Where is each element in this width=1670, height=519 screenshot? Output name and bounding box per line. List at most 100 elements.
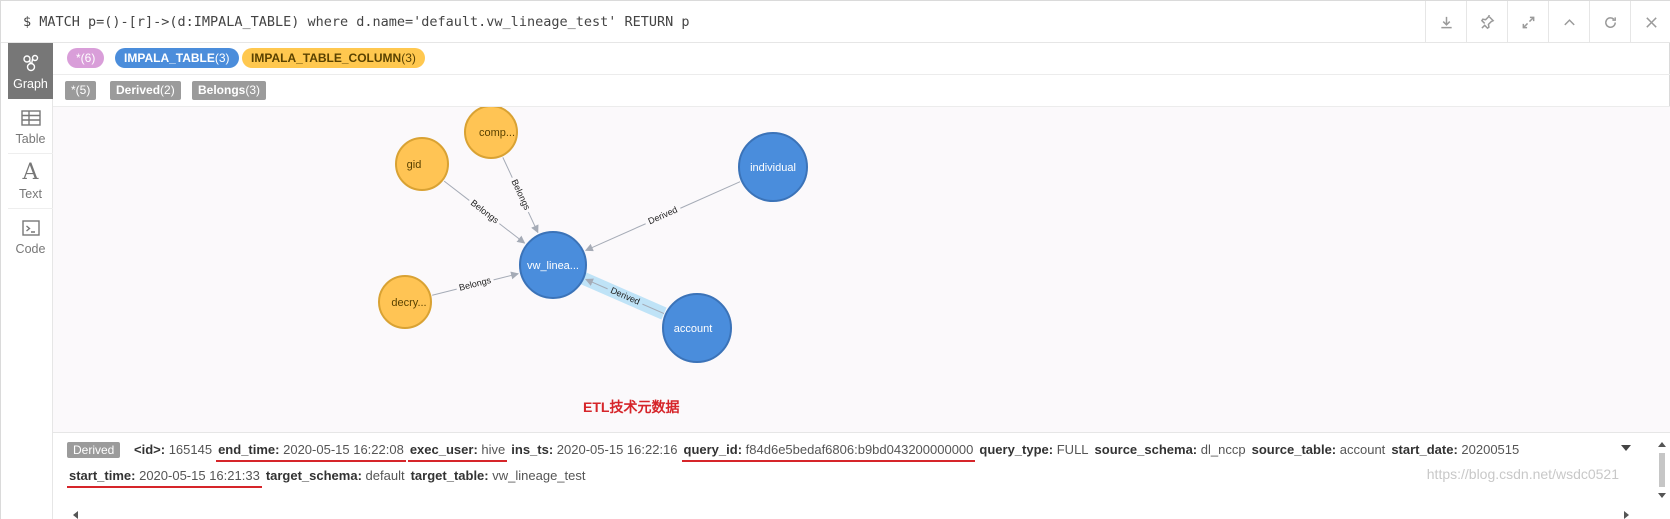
graph-node-label: gid <box>407 159 422 171</box>
property-value: account <box>1339 442 1386 457</box>
inspector-toggle-icon[interactable] <box>1621 445 1631 451</box>
tab-table[interactable]: Table <box>8 99 53 154</box>
query-statement: MATCH p=()-[r]->(d:IMPALA_TABLE) where d… <box>39 14 690 30</box>
property-start-time[interactable]: start_time: 2020-05-15 16:21:33 <box>67 468 262 488</box>
property-key: source_table: <box>1251 442 1337 457</box>
expand-button[interactable] <box>1507 1 1548 43</box>
query-text[interactable]: $ MATCH p=()-[r]->(d:IMPALA_TABLE) where… <box>23 14 690 30</box>
property-exec-user[interactable]: exec_user: hive <box>407 442 508 462</box>
relationship-line-individual-vw[interactable] <box>584 223 646 252</box>
selected-type-badge[interactable]: Derived <box>67 442 121 458</box>
chip-impala-table[interactable]: IMPALA_TABLE(3) <box>115 48 239 68</box>
relationship-line-comp-vw[interactable] <box>527 211 539 234</box>
property-value: 165145 <box>168 442 213 457</box>
property-value: 20200515 <box>1461 442 1520 457</box>
relationship-label[interactable]: Belongs <box>458 275 492 293</box>
graph-node-gid[interactable] <box>395 137 449 191</box>
relationship-line-gid-vw[interactable] <box>443 180 470 201</box>
download-button[interactable] <box>1425 1 1466 43</box>
chip-impala-table-column[interactable]: IMPALA_TABLE_COLUMN(3) <box>242 48 425 68</box>
relationship-label[interactable]: Belongs <box>469 198 501 226</box>
property-query-type[interactable]: query_type: FULL <box>979 442 1088 457</box>
pin-button[interactable] <box>1466 1 1507 43</box>
property-value: 2020-05-15 16:22:08 <box>283 442 404 457</box>
etl-annotation: ETL技术元数据 <box>583 399 680 415</box>
property-value: default <box>365 468 405 483</box>
tab-code-label: Code <box>15 242 46 256</box>
graph-node-individual[interactable] <box>738 132 808 202</box>
relationship-line-account-vw[interactable] <box>585 278 608 290</box>
inspector-line-1: Derived <id>: 165145 end_time: 2020-05-15… <box>67 442 1525 462</box>
table-icon <box>20 109 41 126</box>
property-source-table[interactable]: source_table: account <box>1252 442 1386 457</box>
graph-node-vw[interactable] <box>519 231 587 299</box>
collapse-up-button[interactable] <box>1548 1 1589 43</box>
tab-text-label: Text <box>19 186 42 201</box>
tab-graph[interactable]: Graph <box>8 43 53 99</box>
header-actions <box>1425 1 1670 43</box>
property-value: 2020-05-15 16:21:33 <box>139 468 260 483</box>
property-value: vw_lineage_test <box>492 468 586 483</box>
property-ins-ts[interactable]: ins_ts: 2020-05-15 16:22:16 <box>511 442 677 457</box>
relationship-line-decry-vw[interactable] <box>493 271 520 281</box>
property-key: target_schema: <box>265 468 362 483</box>
inspector-vertical-scrollbar[interactable] <box>1657 439 1667 501</box>
chip-belongs[interactable]: Belongs(3) <box>192 81 267 100</box>
query-prompt: $ <box>23 14 32 30</box>
property-query-id[interactable]: query_id: f84d6e5bedaf6806:b9bd043200000… <box>681 442 976 462</box>
node-labels-bar: *(6) IMPALA_TABLE(3) IMPALA_TABLE_COLUMN… <box>53 43 1670 75</box>
text-icon: A <box>22 159 39 185</box>
relationship-line-individual-vw[interactable] <box>680 181 741 209</box>
property-end-time[interactable]: end_time: 2020-05-15 16:22:08 <box>216 442 406 462</box>
view-switcher: Graph Table A Text Code <box>1 43 53 519</box>
graph-node-label: individual <box>750 162 796 174</box>
property-value: hive <box>481 442 506 457</box>
tab-table-label: Table <box>15 131 46 146</box>
chip-all-relationships[interactable]: *(5) <box>65 81 97 100</box>
graph-node-comp[interactable] <box>464 107 518 159</box>
tab-text[interactable]: A Text <box>8 154 53 209</box>
graph-node-decry[interactable] <box>378 275 432 329</box>
relationship-line-gid-vw[interactable] <box>499 223 526 244</box>
tab-code[interactable]: Code <box>8 209 53 264</box>
property-key: query_id: <box>683 442 743 457</box>
graph-node-label: decry... <box>391 297 426 309</box>
property-target-schema[interactable]: target_schema: default <box>266 468 405 483</box>
graph-node-account[interactable] <box>662 293 732 363</box>
graph-node-label: account <box>674 323 713 335</box>
property-source-schema[interactable]: source_schema: dl_nccp <box>1095 442 1246 457</box>
chip-derived[interactable]: Derived(2) <box>110 81 181 100</box>
graph-node-label: comp... <box>479 127 515 139</box>
property-value: f84d6e5bedaf6806:b9bd043200000000 <box>745 442 974 457</box>
property-start-date[interactable]: start_date: 20200515 <box>1391 442 1519 457</box>
property-value: 2020-05-15 16:22:16 <box>556 442 678 457</box>
close-button[interactable] <box>1630 1 1670 43</box>
graph-icon <box>22 54 38 71</box>
relationship-types-bar: *(5) Derived(2) Belongs(3) <box>53 75 1670 107</box>
rerun-icon <box>1604 16 1616 28</box>
graph-node-label: vw_linea... <box>527 260 579 272</box>
relationship-label[interactable]: Belongs <box>509 178 532 212</box>
property-target-table[interactable]: target_table: vw_lineage_test <box>411 468 586 483</box>
code-icon <box>21 220 40 236</box>
property-value: dl_nccp <box>1200 442 1246 457</box>
relationship-line-decry-vw[interactable] <box>432 288 457 296</box>
property-id[interactable]: <id>: 165145 <box>134 442 212 457</box>
relationship-line-comp-vw[interactable] <box>502 157 513 178</box>
chip-all-nodes[interactable]: *(6) <box>67 48 105 68</box>
tab-graph-label: Graph <box>13 76 48 91</box>
watermark: https://blog.csdn.net/wsdc0521 <box>1426 466 1619 482</box>
property-key: source_schema: <box>1094 442 1198 457</box>
download-icon <box>1440 16 1452 28</box>
relationship-label[interactable]: Derived <box>647 205 679 227</box>
inspector-horizontal-scrollbar[interactable] <box>71 510 1631 519</box>
property-key: exec_user: <box>409 442 478 457</box>
pin-icon <box>1480 14 1494 29</box>
rerun-button[interactable] <box>1589 1 1630 43</box>
relationship-line-account-vw[interactable] <box>642 303 665 315</box>
property-value: FULL <box>1056 442 1089 457</box>
collapse-up-icon <box>1563 18 1575 25</box>
